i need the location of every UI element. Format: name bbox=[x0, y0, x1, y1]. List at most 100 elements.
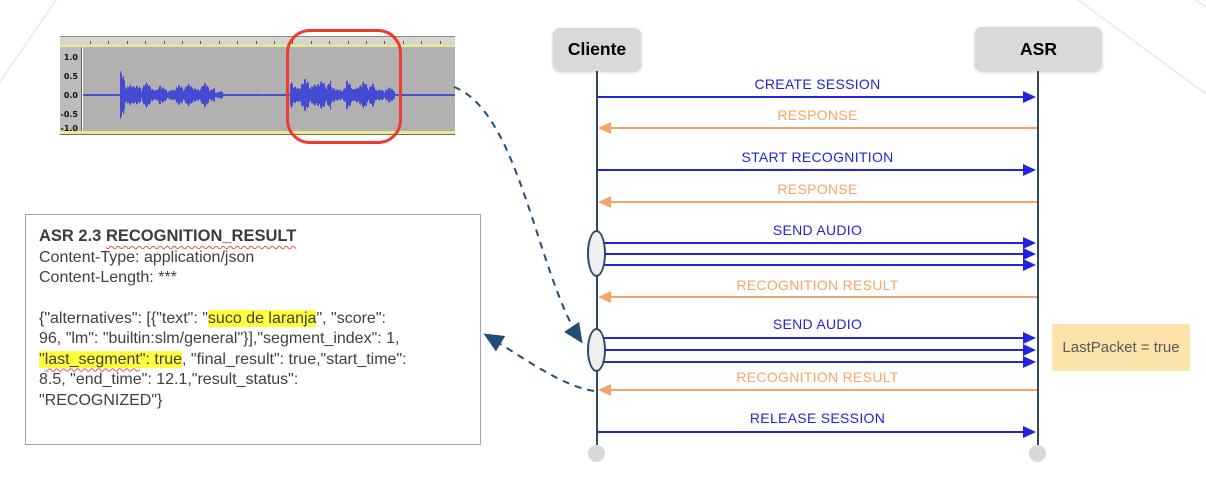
message-label: RECOGNITION RESULT bbox=[736, 369, 899, 385]
lifeline-asr bbox=[1037, 71, 1039, 445]
ruler-tick bbox=[329, 41, 331, 44]
arrowhead bbox=[598, 122, 611, 134]
json-line: "last_segment": true, "final_result": tr… bbox=[39, 350, 470, 371]
json-text: 96, "lm": "builtin:slm/general"}],"segme… bbox=[39, 330, 400, 347]
ruler-tick bbox=[145, 41, 147, 44]
ruler-tick bbox=[347, 41, 349, 44]
actor-cliente-label: Cliente bbox=[567, 39, 627, 59]
message-arrow bbox=[598, 164, 1036, 176]
message-arrow bbox=[598, 196, 1037, 208]
waveform-plot bbox=[83, 47, 455, 131]
ruler-tick bbox=[200, 41, 202, 44]
audio-highlight-frame bbox=[286, 29, 402, 144]
message-line bbox=[604, 349, 1027, 351]
waveform-wave bbox=[83, 71, 455, 119]
arrowhead bbox=[598, 384, 611, 396]
waveform-ruler bbox=[60, 37, 455, 45]
message-label: RESPONSE bbox=[777, 107, 858, 123]
waveform-scale-label: -1.0 bbox=[60, 124, 79, 133]
message-arrow bbox=[604, 237, 1036, 249]
message-label: RESPONSE bbox=[777, 181, 858, 197]
message-line bbox=[607, 127, 1037, 129]
message-label: SEND AUDIO bbox=[772, 316, 863, 332]
header-line: Content-Type: application/json bbox=[39, 248, 255, 266]
message-line bbox=[607, 201, 1037, 203]
highlighted-json-text: ": true bbox=[139, 350, 182, 368]
message-line bbox=[604, 242, 1027, 244]
ruler-tick bbox=[218, 41, 220, 44]
message-line bbox=[604, 361, 1027, 363]
blank-line bbox=[39, 289, 470, 309]
message-arrow bbox=[598, 122, 1037, 134]
message-label: CREATE SESSION bbox=[754, 76, 881, 92]
message-line bbox=[607, 296, 1037, 298]
waveform-scale-label: 0.0 bbox=[63, 91, 78, 100]
json-line: 8.5, "end_time": 12.1,"result_status": bbox=[39, 370, 470, 391]
waveform-scale: 1.0 0.5 0.0 -0.5 -1.0 bbox=[60, 47, 82, 133]
arrowhead bbox=[1023, 426, 1036, 438]
ruler-tick bbox=[163, 41, 165, 44]
ruler-tick bbox=[182, 41, 183, 44]
waveform-scale-label: -0.5 bbox=[60, 110, 79, 119]
arrowhead bbox=[1023, 237, 1036, 249]
message-label: SEND AUDIO bbox=[772, 222, 863, 238]
json-text: {"alternatives": [{"text": " bbox=[39, 309, 208, 327]
actor-cliente: Cliente bbox=[553, 28, 641, 71]
ruler-tick bbox=[108, 41, 110, 44]
title-text: RECOGNITION_RESULT bbox=[105, 227, 297, 245]
ruler-tick bbox=[439, 41, 441, 44]
actor-asr: ASR bbox=[975, 27, 1102, 71]
arrowhead bbox=[1023, 259, 1036, 271]
waveform-panel: 1.0 0.5 0.0 -0.5 -1.0 bbox=[60, 36, 455, 135]
message-arrow bbox=[598, 384, 1037, 396]
lifeline-end-cliente bbox=[588, 445, 605, 462]
arrowhead bbox=[1023, 356, 1036, 368]
waveform-scale-label: 0.5 bbox=[63, 72, 78, 81]
arrowhead bbox=[1023, 164, 1036, 176]
actor-asr-label: ASR bbox=[1020, 38, 1057, 59]
json-line: {"alternatives": [{"text": "suco de lara… bbox=[39, 309, 470, 330]
waveform-divider bbox=[60, 131, 455, 134]
json-text: 8.5, "end_time": 12.1,"result_status": bbox=[39, 371, 299, 388]
header-line: Content-Length: *** bbox=[39, 269, 177, 286]
highlighted-json-text: suco de laranja bbox=[207, 309, 317, 327]
note-lastpacket-label: LastPacket = true bbox=[1062, 339, 1180, 356]
highlighted-json-text: " bbox=[39, 350, 45, 368]
ruler-tick bbox=[237, 41, 239, 44]
recognition-result-box: ASR 2.3 RECOGNITION_RESULT Content-Type:… bbox=[25, 214, 481, 445]
arrowhead bbox=[1023, 248, 1036, 260]
json-line: "RECOGNIZED"} bbox=[39, 391, 470, 412]
json-line: 96, "lm": "builtin:slm/general"}],"segme… bbox=[39, 329, 470, 350]
send-audio-burst-marker bbox=[587, 328, 606, 372]
ruler-tick bbox=[366, 41, 367, 44]
ruler-tick bbox=[126, 41, 128, 44]
ruler-tick bbox=[274, 41, 275, 44]
recognition-result-to-box-connector bbox=[483, 333, 595, 392]
message-line bbox=[598, 96, 1027, 98]
recognition-result-title: ASR 2.3 RECOGNITION_RESULT bbox=[39, 226, 470, 247]
arrowhead bbox=[1023, 91, 1036, 103]
note-lastpacket: LastPacket = true bbox=[1052, 324, 1190, 371]
message-arrow bbox=[598, 291, 1037, 303]
message-label: START RECOGNITION bbox=[741, 149, 894, 165]
arrowhead bbox=[1023, 332, 1036, 344]
ruler-tick bbox=[310, 41, 312, 44]
message-arrow bbox=[598, 426, 1036, 438]
arrowhead bbox=[598, 196, 611, 208]
json-text: "RECOGNIZED"} bbox=[39, 391, 163, 409]
message-arrow bbox=[604, 332, 1036, 344]
ruler-tick bbox=[402, 41, 404, 44]
message-arrow bbox=[604, 248, 1036, 260]
message-label: RECOGNITION RESULT bbox=[736, 277, 899, 293]
message-arrow bbox=[604, 259, 1036, 271]
message-line bbox=[604, 264, 1027, 266]
send-audio-burst-marker bbox=[587, 230, 606, 277]
waveform-divider bbox=[60, 45, 455, 47]
message-arrow bbox=[604, 344, 1036, 356]
message-line bbox=[598, 169, 1027, 171]
waveform-scale-label: 1.0 bbox=[63, 53, 78, 62]
json-text: ", "score": bbox=[316, 309, 386, 327]
message-line bbox=[598, 431, 1027, 433]
message-arrow bbox=[598, 91, 1036, 103]
highlighted-json-text: last_segment bbox=[44, 350, 140, 368]
